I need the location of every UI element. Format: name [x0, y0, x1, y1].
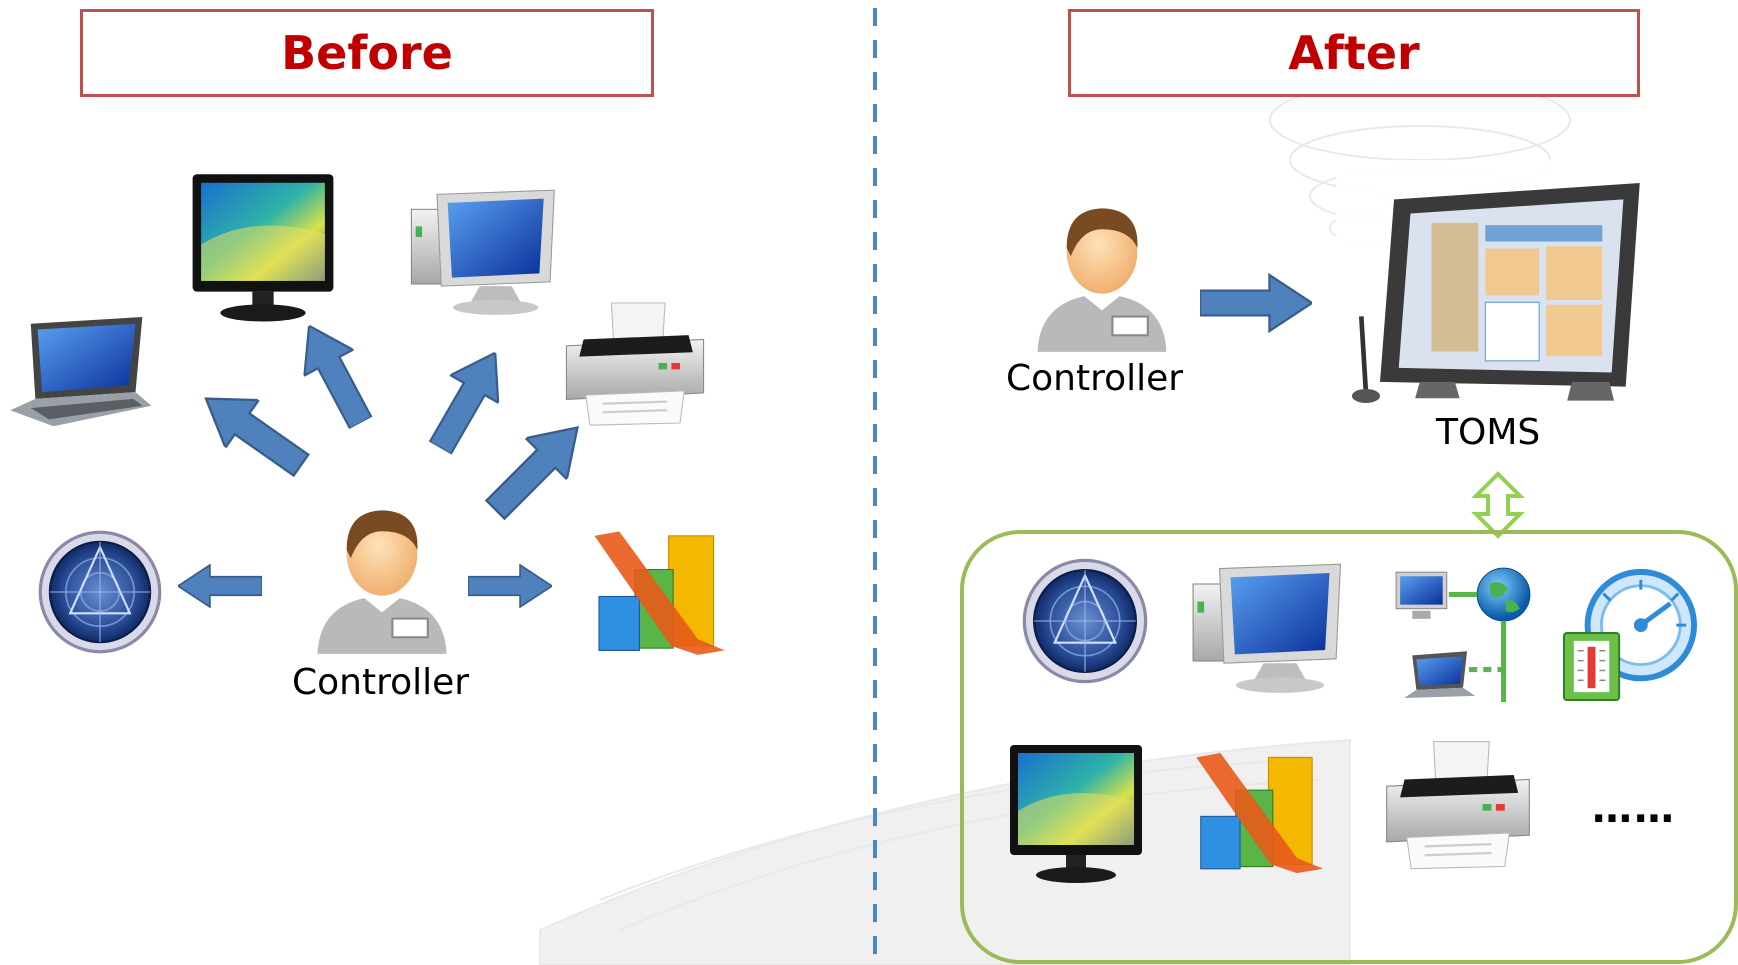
desktop-computer-icon	[1192, 563, 1342, 694]
after-controller-label: Controller	[1006, 358, 1184, 399]
laptop-icon	[10, 316, 152, 427]
arrow-to-monitor	[284, 312, 386, 436]
arrow-to-desktop	[416, 338, 520, 462]
gauge-thermometer-icon	[1564, 572, 1694, 700]
pen-tablet-icon	[1352, 183, 1640, 403]
monitor-icon	[192, 174, 334, 322]
network-icon	[1396, 568, 1530, 702]
arrow-to-chart	[468, 564, 552, 608]
before-controller-label: Controller	[292, 662, 470, 703]
after-title: After	[1068, 9, 1640, 97]
double-arrow-link	[1471, 471, 1525, 539]
chart-icon	[593, 530, 726, 656]
printer-icon	[1385, 740, 1531, 870]
arrow-to-laptop	[188, 373, 319, 490]
arrow-to-printer	[473, 405, 600, 532]
radar-icon	[1022, 558, 1148, 684]
person-icon	[316, 509, 448, 656]
before-title: Before	[80, 9, 654, 97]
systems-group-box	[960, 530, 1738, 964]
printer-icon	[565, 301, 705, 427]
arrow-to-radar	[178, 564, 262, 608]
more-systems-ellipsis: ……	[1592, 786, 1676, 832]
arrow-controller-to-toms	[1200, 273, 1312, 333]
toms-label: TOMS	[1436, 412, 1541, 453]
person-icon	[1036, 207, 1168, 354]
radar-icon	[38, 530, 162, 654]
desktop-computer-icon	[410, 189, 555, 316]
